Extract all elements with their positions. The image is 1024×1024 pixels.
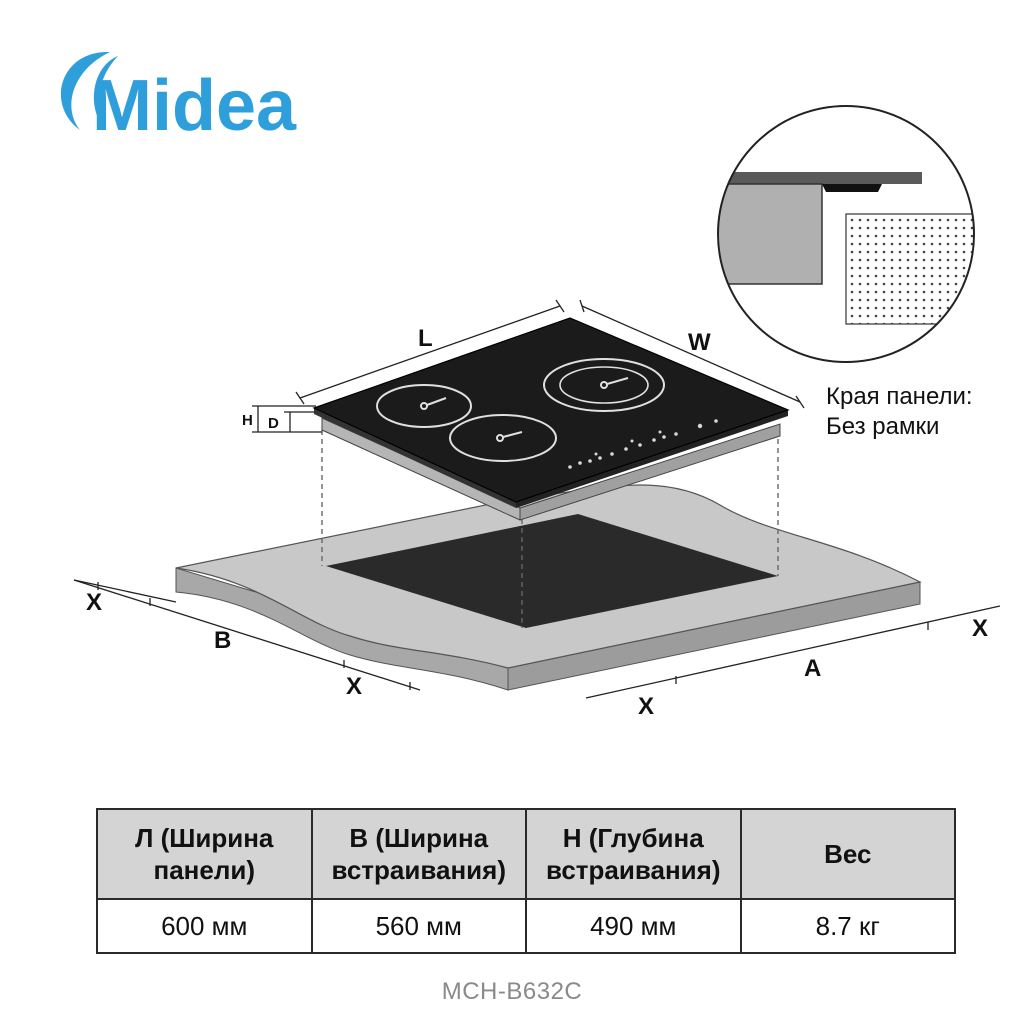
detail-countertop-side bbox=[718, 183, 823, 285]
dim-height-label: H bbox=[242, 412, 253, 429]
edge-type-note: Края панели: Без рамки bbox=[826, 382, 973, 442]
dim-clearance-label-left: X bbox=[86, 589, 102, 616]
header-panel-width: Л (Ширина панели) bbox=[96, 808, 313, 900]
edge-type-note-line2: Без рамки bbox=[826, 413, 940, 440]
projection-lines bbox=[321, 430, 779, 628]
hob-glass-front-edge bbox=[314, 408, 516, 508]
model-number: MCH-B632C bbox=[441, 978, 583, 1005]
value-panel-width: 600 мм bbox=[96, 898, 313, 954]
logo-swoosh bbox=[60, 51, 110, 130]
cooking-zone-left bbox=[376, 384, 472, 428]
header-cutout-width: В (Ширина встраивания) bbox=[310, 808, 527, 900]
value-cutout-depth: 490 мм bbox=[525, 898, 742, 954]
detail-seal bbox=[822, 184, 882, 192]
zone-indicators bbox=[420, 377, 629, 442]
dim-depth-label: D bbox=[268, 415, 279, 432]
logo-swoosh-inner bbox=[93, 56, 118, 126]
dim-width-label: W bbox=[688, 329, 711, 356]
cooking-zone-large-outer bbox=[543, 358, 665, 412]
touch-controls bbox=[568, 419, 718, 469]
edge-type-note-line1: Края панели: bbox=[826, 383, 973, 410]
value-cutout-width: 560 мм bbox=[310, 898, 527, 954]
value-weight: 8.7 кг bbox=[739, 898, 956, 954]
cooking-zone-front bbox=[449, 414, 557, 462]
installation-diagram: L W H D B A X X X X bbox=[73, 105, 1001, 720]
specs-value-row: 600 мм 560 мм 490 мм 8.7 кг bbox=[96, 898, 956, 954]
midea-logo: Midea bbox=[60, 51, 297, 146]
dim-cutout-length-label: A bbox=[804, 655, 821, 682]
dim-length-label: L bbox=[418, 325, 433, 352]
hob-glass-right-edge bbox=[516, 410, 788, 508]
dimension-lines bbox=[73, 299, 1001, 699]
specs-table: Л (Ширина панели) В (Ширина встраивания)… bbox=[96, 808, 956, 954]
specs-header-row: Л (Ширина панели) В (Ширина встраивания)… bbox=[96, 808, 956, 900]
edge-detail-callout bbox=[717, 105, 975, 363]
dim-cutout-width-label: B bbox=[214, 627, 231, 654]
hob bbox=[312, 317, 790, 521]
dim-clearance-label-right: X bbox=[972, 615, 988, 642]
cutout-hole bbox=[326, 514, 778, 628]
cooking-zone-large-inner bbox=[559, 366, 649, 404]
hob-glass-top bbox=[312, 317, 790, 503]
detail-insulation bbox=[845, 213, 974, 325]
dim-clearance-label-front: X bbox=[346, 673, 362, 700]
dim-clearance-label-bottom: X bbox=[638, 693, 654, 720]
hob-right-side bbox=[519, 423, 781, 521]
logo-wordmark: Midea bbox=[92, 66, 297, 146]
header-weight: Вес bbox=[739, 808, 956, 900]
header-cutout-depth: Н (Глубина встраивания) bbox=[525, 808, 742, 900]
countertop bbox=[175, 484, 922, 691]
detail-glass-panel bbox=[718, 172, 922, 184]
